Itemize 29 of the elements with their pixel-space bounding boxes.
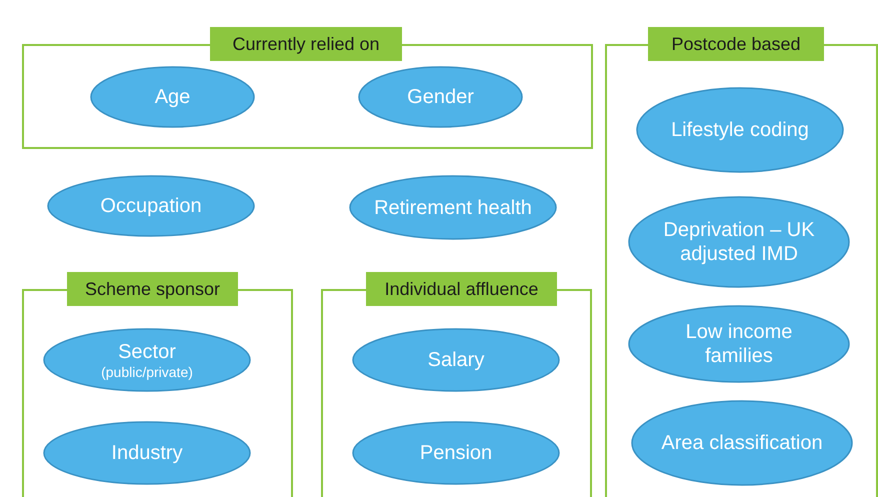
ellipse-node <box>47 175 255 237</box>
node-label: Pension <box>420 441 492 465</box>
ellipse-node <box>43 421 251 485</box>
group-heading: Currently relied on <box>210 27 402 61</box>
node-label: Sector <box>118 340 176 364</box>
node-label: Industry <box>111 441 183 465</box>
ellipse-node <box>628 196 850 288</box>
ellipse-node <box>628 305 850 383</box>
ellipse-node <box>90 66 255 128</box>
node-label: Occupation <box>100 194 202 218</box>
group-heading: Individual affluence <box>366 272 557 306</box>
node-label: Gender <box>407 85 474 109</box>
node-label: Lifestyle coding <box>671 118 809 142</box>
ellipse-node <box>43 328 251 392</box>
node-label: Salary <box>428 348 484 372</box>
node-label: Area classification <box>661 431 823 455</box>
ellipse-node <box>352 328 560 392</box>
ellipse-node <box>349 175 557 240</box>
group-heading: Scheme sponsor <box>67 272 238 306</box>
node-subtext: (public/private) <box>101 364 193 380</box>
ellipse-node <box>352 421 560 485</box>
group-heading: Postcode based <box>648 27 824 61</box>
ellipse-node <box>636 87 844 173</box>
node-label: Retirement health <box>374 196 532 220</box>
ellipse-node <box>358 66 523 128</box>
node-label: Age <box>154 85 190 109</box>
node-label: Low income families <box>684 320 794 368</box>
ellipse-node <box>631 400 853 486</box>
node-label: Deprivation – UK adjusted IMD <box>662 218 816 266</box>
